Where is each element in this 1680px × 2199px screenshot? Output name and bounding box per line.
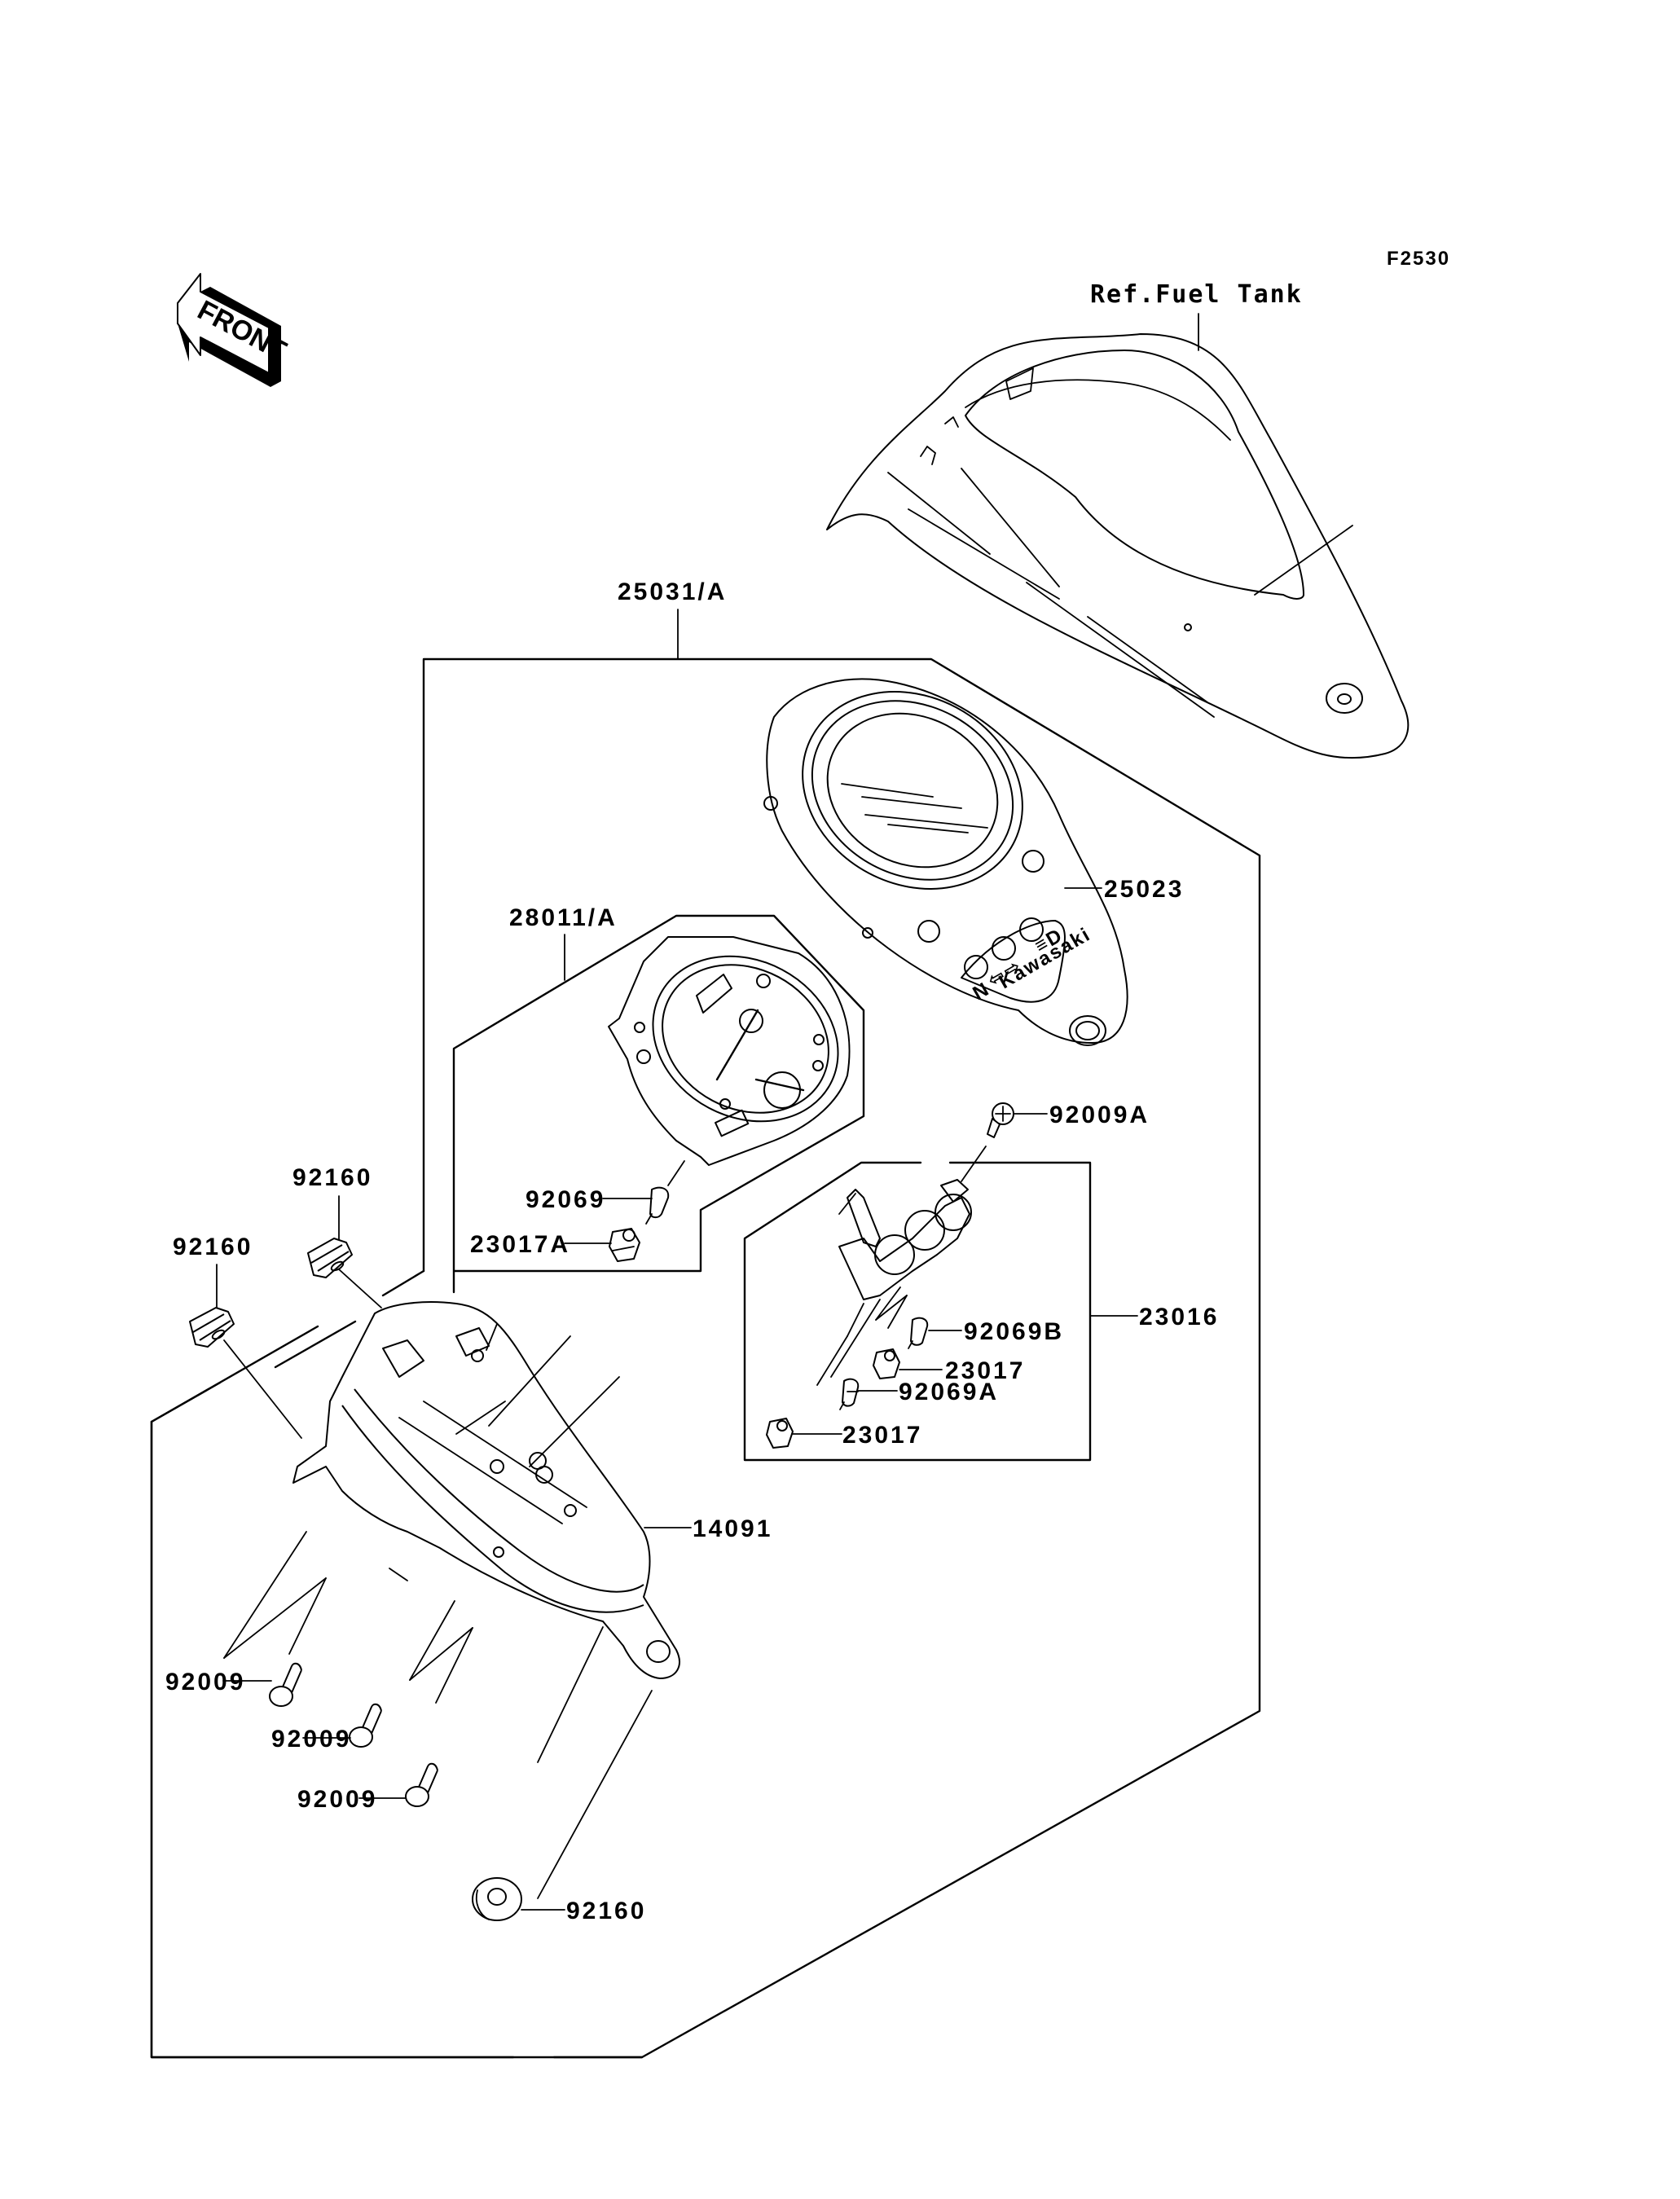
boundary-gap-segment [150, 1381, 222, 1423]
fuel-tank-cover [826, 333, 1410, 759]
socket-23017-lower [766, 1418, 794, 1449]
damper-92160-bottom [472, 1877, 522, 1921]
label-92160-left: 92160 [173, 1234, 253, 1260]
label-28011-a: 28011/A [509, 904, 618, 931]
label-23017a: 23017A [470, 1231, 570, 1258]
bulb-92069a [839, 1378, 860, 1410]
label-23016: 23016 [1139, 1304, 1219, 1330]
label-92009-1: 92009 [165, 1669, 245, 1695]
damper-92160-right [307, 1238, 353, 1278]
screw-92009-1 [269, 1662, 302, 1707]
label-92009a: 92009A [1049, 1102, 1150, 1128]
label-25023: 25023 [1104, 876, 1184, 903]
socket-23017-upper [873, 1348, 900, 1379]
screw-92009a [987, 1102, 1014, 1138]
sub-boundary-28011-a [452, 914, 865, 1294]
label-92069a: 92069A [899, 1379, 999, 1405]
damper-left-path [223, 1339, 302, 1439]
bulb-92069b [908, 1317, 929, 1349]
bulb-92069 [645, 1186, 670, 1225]
meter-unit-28011-a [608, 936, 851, 1186]
label-92069b: 92069B [964, 1318, 1064, 1345]
socket-23017a [609, 1228, 640, 1262]
label-92009-2: 92009 [271, 1726, 351, 1753]
label-92009-3: 92009 [297, 1786, 377, 1813]
screw-92009-3 [405, 1762, 438, 1807]
boundary-gap-segment [274, 1320, 357, 1369]
screw-92009-2 [349, 1703, 382, 1748]
label-92160-bottom: 92160 [566, 1898, 646, 1924]
assembly-boundary-25031-a [150, 658, 1261, 2059]
sub-boundary-23016 [743, 1161, 1092, 1462]
ref-fuel-tank-label: Ref.Fuel Tank [1090, 280, 1303, 309]
front-arrow-icon: FRONT [177, 273, 292, 387]
screw-92009a-path [961, 1146, 987, 1182]
label-23017-upper: 23017 [945, 1357, 1025, 1384]
label-92069: 92069 [526, 1186, 605, 1213]
label-23017-lower: 23017 [842, 1422, 922, 1449]
label-25031-a: 25031/A [618, 578, 727, 605]
meter-cover-25023: N ⇦⇨ ≡D Kawasaki [763, 678, 1128, 1046]
screw-guide-lines [223, 1531, 653, 1899]
label-14091: 14091 [693, 1515, 772, 1542]
boundary-gap-segment [381, 1269, 425, 1297]
damper-right-path [338, 1269, 382, 1308]
meter-case-14091 [292, 1301, 680, 1679]
damper-92160-left [189, 1307, 235, 1348]
diagram-code: F2530 [1387, 248, 1450, 270]
label-92160-right: 92160 [292, 1164, 372, 1191]
indicator-lamp-housing-23016 [816, 1179, 972, 1386]
